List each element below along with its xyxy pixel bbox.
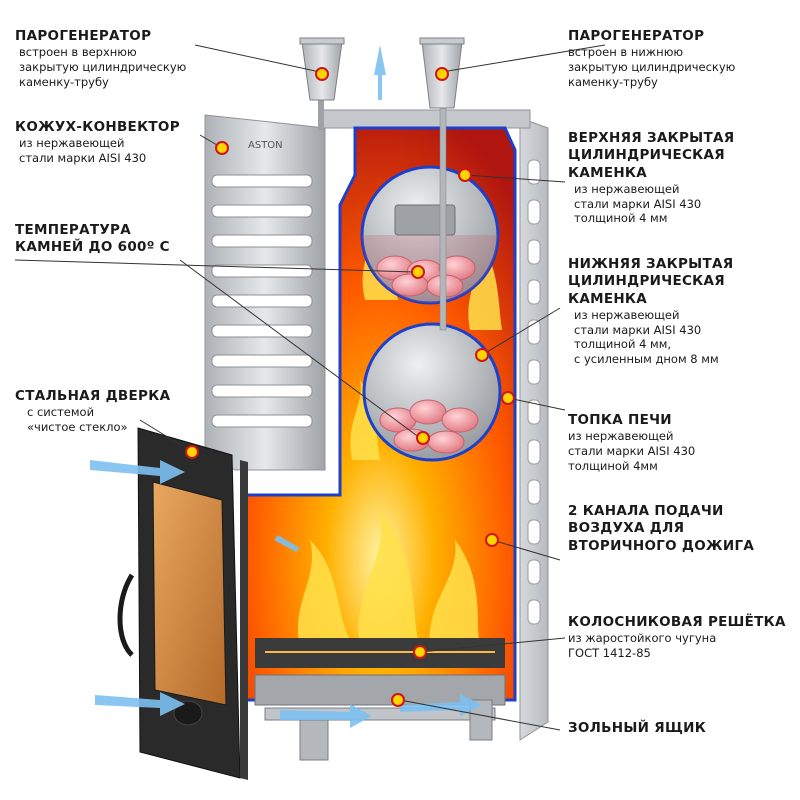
label-title: 2 КАНАЛА ПОДАЧИ ВОЗДУХА ДЛЯ ВТОРИЧНОГО Д… <box>568 503 755 554</box>
label-sub: встроен в верхнюю закрытую цилиндрическу… <box>19 45 187 89</box>
label-door: СТАЛЬНАЯ ДВЕРКА с системой «чистое стекл… <box>15 388 175 435</box>
label-sub: встроен в нижнюю закрытую цилиндрическую… <box>568 45 736 89</box>
label-firebox: ТОПКА ПЕЧИ из нержавеющей стали марки AI… <box>568 412 798 473</box>
label-title: КОЖУХ-КОНВЕКТОР <box>15 119 180 135</box>
steel-door <box>117 427 248 780</box>
label-ash-box: ЗОЛЬНЫЙ ЯЩИК <box>568 720 798 737</box>
label-sub: из нержавеющей стали марки AISI 430 толщ… <box>574 181 702 226</box>
label-steam-generator-left: ПАРОГЕНЕРАТОР встроен в верхнюю закрытую… <box>15 28 255 89</box>
label-sub: из нержавеющей стали марки AISI 430 толщ… <box>574 307 719 366</box>
label-temperature: ТЕМПЕРАТУРА КАМНЕЙ ДО 600º С <box>15 222 215 257</box>
label-grate: КОЛОСНИКОВАЯ РЕШЁТКА из жаростойкого чуг… <box>568 614 798 661</box>
label-sub: из жаростойкого чугуна ГОСТ 1412-85 <box>568 631 717 660</box>
label-title: ТОПКА ПЕЧИ <box>568 412 672 428</box>
casing-right-grill <box>519 117 549 741</box>
brand-logo: ASTON <box>248 140 283 151</box>
label-title: ЗОЛЬНЫЙ ЯЩИК <box>568 720 707 736</box>
label-sub: с системой «чистое стекло» <box>27 405 128 434</box>
label-title: СТАЛЬНАЯ ДВЕРКА <box>15 388 171 404</box>
label-air-channels: 2 КАНАЛА ПОДАЧИ ВОЗДУХА ДЛЯ ВТОРИЧНОГО Д… <box>568 503 798 555</box>
label-title: ТЕМПЕРАТУРА КАМНЕЙ ДО 600º С <box>15 222 170 256</box>
label-title: ПАРОГЕНЕРАТОР <box>15 28 152 44</box>
label-title: НИЖНЯЯ ЗАКРЫТАЯ ЦИЛИНДРИЧЕСКАЯ КАМЕНКА <box>568 256 734 307</box>
label-casing: КОЖУХ-КОНВЕКТОР из нержавеющей стали мар… <box>15 119 205 166</box>
lower-tank <box>362 322 502 462</box>
label-title: КОЛОСНИКОВАЯ РЕШЁТКА <box>568 614 786 630</box>
air-flow-arrow-icon <box>90 45 482 728</box>
leader-lines <box>14 44 606 731</box>
casing-left-panel: ASTON TA <box>204 109 531 471</box>
label-lower-heater: НИЖНЯЯ ЗАКРЫТАЯ ЦИЛИНДРИЧЕСКАЯ КАМЕНКА и… <box>568 256 798 367</box>
label-title: ВЕРХНЯЯ ЗАКРЫТАЯ ЦИЛИНДРИЧЕСКАЯ КАМЕНКА <box>568 130 735 181</box>
label-steam-generator-right: ПАРОГЕНЕРАТОР встроен в нижнюю закрытую … <box>568 28 798 89</box>
label-sub: из нержавеющей стали марки AISI 430 толщ… <box>568 429 696 473</box>
label-title: ПАРОГЕНЕРАТОР <box>568 28 705 44</box>
upper-tank <box>360 165 500 305</box>
label-sub: из нержавеющей стали марки AISI 430 <box>19 136 147 165</box>
marker-dot-icon <box>185 67 515 707</box>
label-upper-heater: ВЕРХНЯЯ ЗАКРЫТАЯ ЦИЛИНДРИЧЕСКАЯ КАМЕНКА … <box>568 130 798 226</box>
